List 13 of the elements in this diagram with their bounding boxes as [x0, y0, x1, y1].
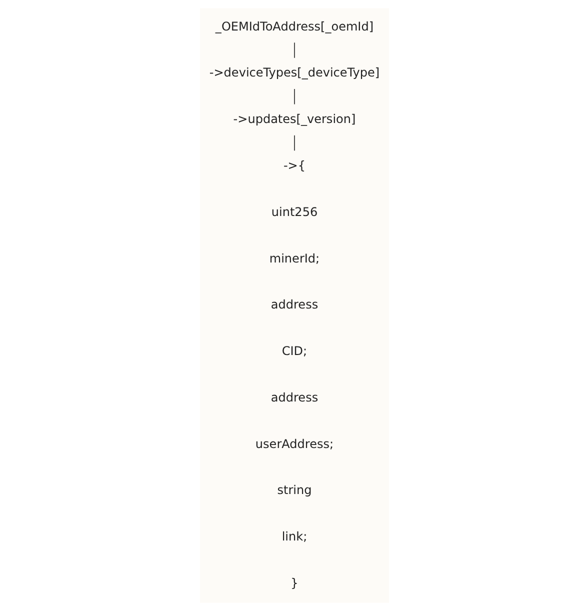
label: CID;: [281, 344, 307, 358]
label: uint256: [270, 204, 318, 219]
label: link;: [281, 530, 307, 544]
label: }: [290, 576, 298, 590]
node-text: ->deviceTypes[_deviceType]: [208, 66, 380, 80]
label: minerId;: [268, 251, 320, 266]
label: string: [276, 483, 312, 498]
label: address: [270, 390, 318, 404]
node-text: ->updates[_version]: [232, 112, 356, 126]
node-text: ->{: [282, 158, 306, 173]
label: userAddress;: [254, 436, 334, 451]
label: address: [270, 298, 318, 312]
node-text: _OEMIdToAddress[_oemId]: [214, 19, 374, 34]
